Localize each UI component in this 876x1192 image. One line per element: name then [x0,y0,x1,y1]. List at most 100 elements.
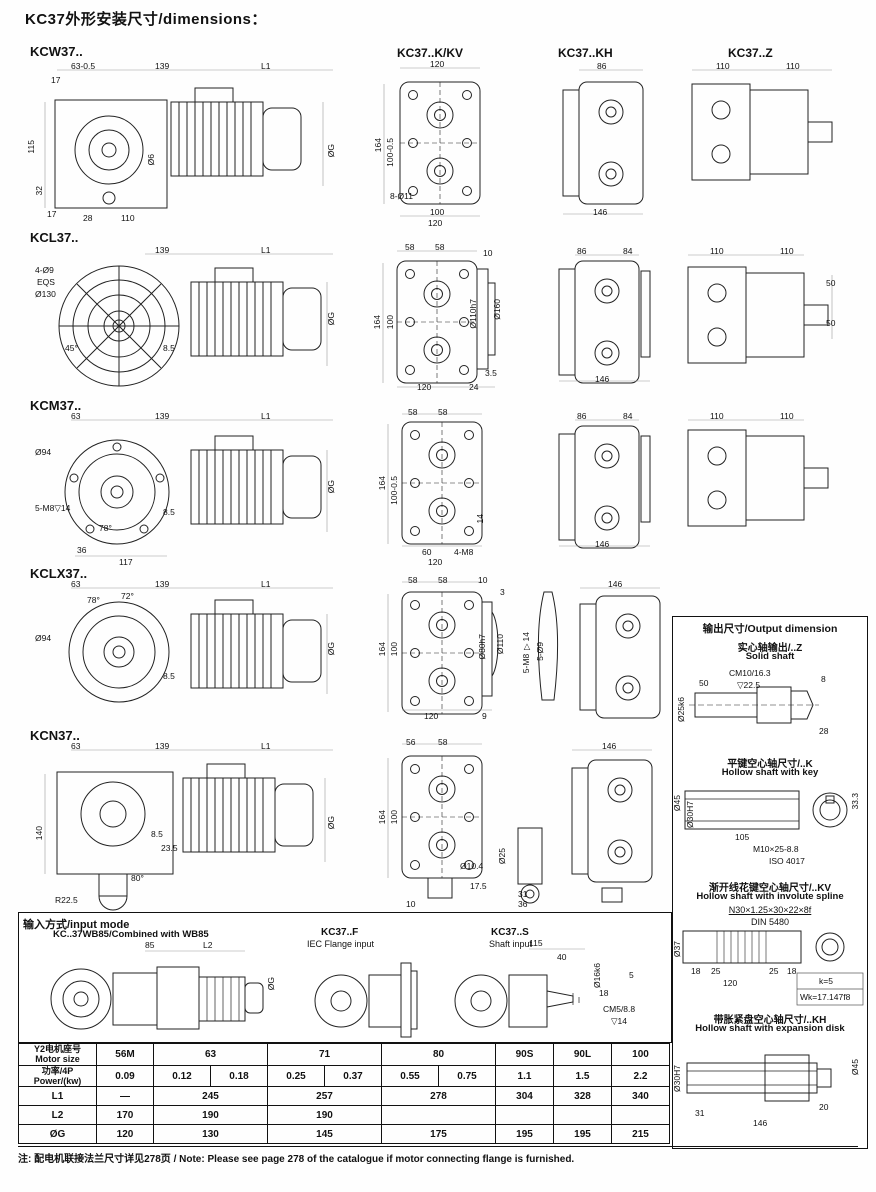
dim-label: 17 [47,209,57,219]
dim-label: 23.5 [161,843,178,853]
row-header-power-en: Power/(kw) [33,1076,82,1087]
section-label-kcw37: KCW37.. [30,44,83,59]
output-panel-title: 输出尺寸/Output dimension [702,623,838,635]
dim-label: Wk=17.147f8 [800,992,851,1002]
dim-label: 31 [518,889,528,899]
output-z-title-en: Solid shaft [745,651,795,662]
dim-label: 5 [629,970,634,980]
table-cell: 0.75 [438,1064,496,1088]
dim-label: 4-M8 [454,547,474,557]
dim-label: ØG [266,977,276,991]
table-cell: 0.18 [210,1064,268,1088]
table-cell: 71 [267,1043,382,1066]
dim-label: 120 [723,978,738,988]
dim-label: 139 [155,245,170,255]
kcw37-kh-view: 86 146 [545,62,660,220]
dim-label: 63 [71,741,81,751]
kcw37-kkv-art [383,67,481,217]
table-cell: 328 [553,1086,612,1107]
dim-label: 28 [819,726,829,736]
kcl37-z-art [687,254,833,364]
table-cell: 0.12 [153,1064,211,1088]
table-cell: 145 [267,1124,382,1145]
dim-label: 100 [389,642,399,657]
dim-label: L1 [261,411,271,421]
kcw37-kh-art [562,69,644,215]
kcl37-assembly-art [58,253,333,387]
table-cell: 0.37 [324,1064,382,1088]
dim-label: 146 [753,1118,768,1128]
dim-label: L2 [203,940,213,950]
table-cell: — [96,1086,154,1107]
dim-label: 20 [819,1102,829,1112]
output-k-title-en: Hollow shaft with key [721,767,819,778]
table-cell: 90S [495,1043,554,1066]
kclx37-detail-art [537,591,559,701]
input-s-sublabel: Shaft input [489,939,533,949]
dim-label: L1 [261,61,271,71]
kcl37-kkv-view: 58 58 10 164 100 Ø110h7 Ø160 120 24 3.5 [372,242,505,395]
dim-label: 120 [417,382,432,392]
dim-label: 120 [430,59,445,69]
dim-label: 120 [424,711,439,721]
dim-label: 63 [71,411,81,421]
table-cell [495,1105,554,1126]
table-cell: 304 [495,1086,554,1107]
dim-label: 100-0.5 [385,138,395,167]
dim-label: Ø30H7 [685,801,695,828]
kcw37-assembly-view: 63-0.5 17 139 L1 115 32 17 28 110 Ø6 ØG [26,61,340,224]
dim-label: 146 [608,579,623,589]
dim-label: 33.3 [850,793,860,810]
dim-label: 17 [51,75,61,85]
dim-label: ØG [326,312,336,326]
output-kv-spline-spec: N30×1.25×30×22×8f [728,905,812,915]
dim-label: 58 [438,407,448,417]
dim-label: 86 [577,246,587,256]
kcm37-kkv-art [387,413,483,547]
table-cell: 100 [611,1043,670,1066]
section-label-kcl37: KCL37.. [30,230,79,245]
dim-label: ØG [326,816,336,830]
dim-label: 78° [87,595,100,605]
table-cell: 257 [267,1086,382,1107]
dim-label: 164 [377,476,387,491]
input-f-sublabel: IEC Flange input [307,939,375,949]
kcm37-assembly-art [64,419,333,557]
kclx37-kkv-art [387,581,499,715]
table-cell: 90L [553,1043,612,1066]
dim-label: 100-0.5 [389,476,399,505]
dim-label: 78° [99,523,112,533]
dim-label: 63 [71,579,81,589]
dim-label: 8.5 [151,829,163,839]
output-kv-title-cn: 渐开线花键空心轴尺寸/..KV [708,883,832,894]
table-cell: 170 [96,1105,154,1126]
kcl37-kh-view: 86 84 146 [545,247,665,387]
dim-label: 84 [623,246,633,256]
table-cell: 0.25 [267,1064,325,1088]
kcn37-detail-art [517,827,543,904]
kcn37-kkv-view: 56 58 164 100 17.5 10 Ø10.4 [376,738,498,910]
dim-label: M10×25-8.8 [753,844,799,854]
kclx37-kh-view: 146 [572,580,670,720]
dim-label: 8.5 [163,343,175,353]
motor-spec-table: Y2电机座号 Motor size 56M 63 71 80 90S 90L 1… [18,1043,670,1145]
dim-label: 28 [83,213,93,223]
input-wb85-label: KC..37WB85/Combined with WB85 [53,929,209,940]
dim-label: 110 [786,61,800,71]
table-cell: 175 [381,1124,496,1145]
dim-label: 10 [406,899,416,909]
dim-label: 58 [408,575,418,585]
dim-label: 31 [695,1108,705,1118]
table-cell: 2.2 [611,1064,670,1088]
dim-label: 58 [405,242,415,252]
table-cell: 80 [381,1043,496,1066]
dim-label: 110 [710,246,724,256]
input-panel-art [50,948,585,1038]
table-cell: 195 [553,1124,612,1145]
kcm37-kh-art [558,419,651,549]
dim-label: 8.5 [163,507,175,517]
dim-label: 63-0.5 [71,61,96,71]
kclx37-kkv-view: 58 58 10 3 164 100 Ø80h7 Ø110 120 9 [376,576,524,724]
dim-label: 50 [699,678,709,688]
dim-label: 10 [483,248,493,258]
